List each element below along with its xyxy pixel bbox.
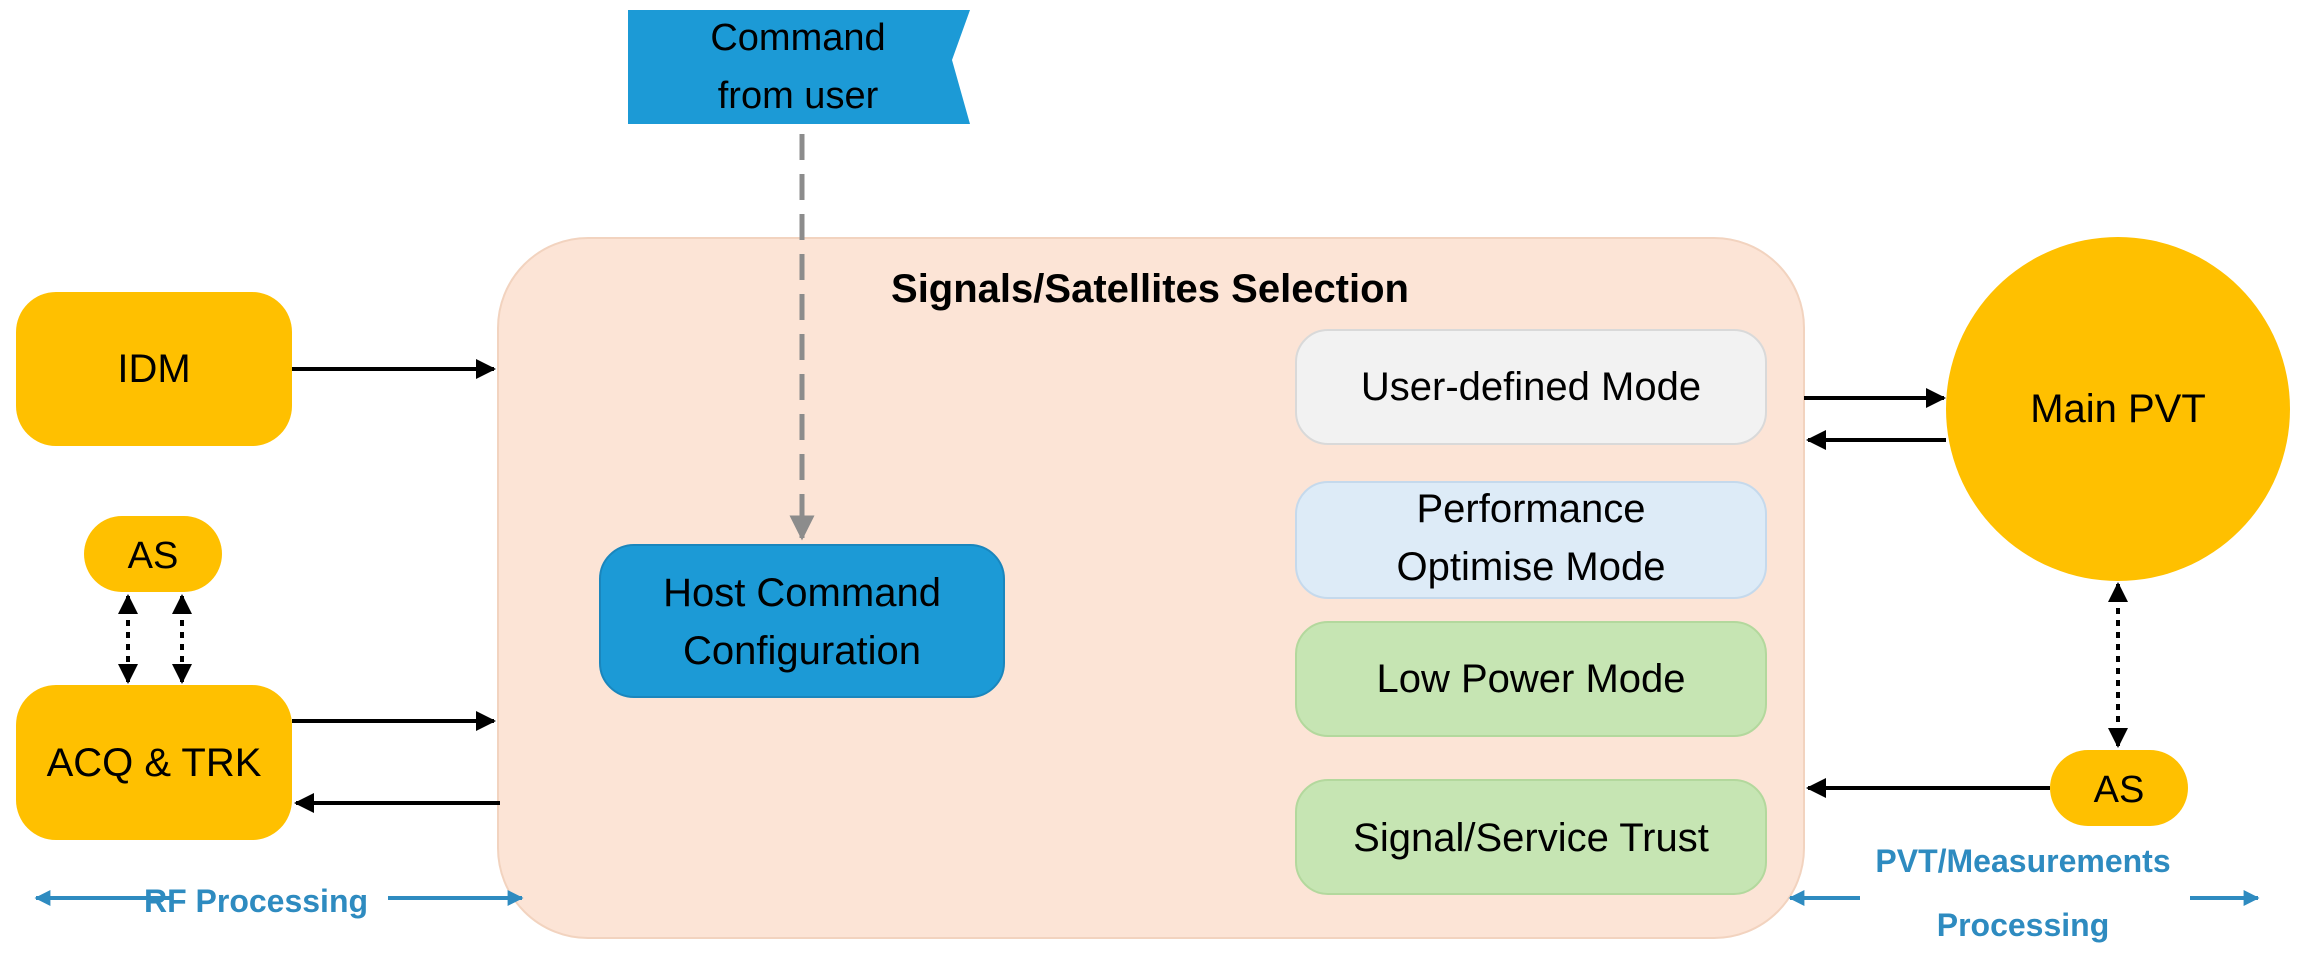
user-defined-mode-box [1295,329,1767,445]
main-pvt-label: Main PVT [2030,387,2206,431]
as-left-label: AS [128,535,179,577]
idm-label: IDM [117,347,190,391]
as-right-label: AS [2094,769,2145,811]
command-flag-line2: from user [718,75,879,117]
performance-mode-box [1295,481,1767,599]
idm-box [16,292,292,446]
as-right-box [2050,750,2188,826]
low-power-mode-label: Low Power Mode [1376,657,1685,701]
rf-processing-label: RF Processing [144,883,368,919]
host-command-box [599,544,1005,698]
low-power-mode-box [1295,621,1767,737]
pvt-processing-line2: Processing [1937,907,2110,943]
selection-panel-title: Signals/Satellites Selection [891,267,1409,311]
user-defined-mode-label: User-defined Mode [1361,365,1701,409]
command-flag [628,10,970,124]
host-command-line2: Configuration [683,629,921,673]
pvt-processing-line1: PVT/Measurements [1875,843,2170,879]
signal-trust-mode-box [1295,779,1767,895]
main-pvt-circle [1946,237,2290,581]
signal-trust-mode-label: Signal/Service Trust [1353,816,1709,860]
host-command-line1: Host Command [663,571,941,615]
as-left-box [84,516,222,592]
command-flag-line1: Command [710,17,885,59]
performance-mode-line1: Performance [1417,487,1646,531]
acq-trk-label: ACQ & TRK [47,741,262,785]
performance-mode-line2: Optimise Mode [1397,545,1666,589]
acq-trk-box [16,685,292,840]
